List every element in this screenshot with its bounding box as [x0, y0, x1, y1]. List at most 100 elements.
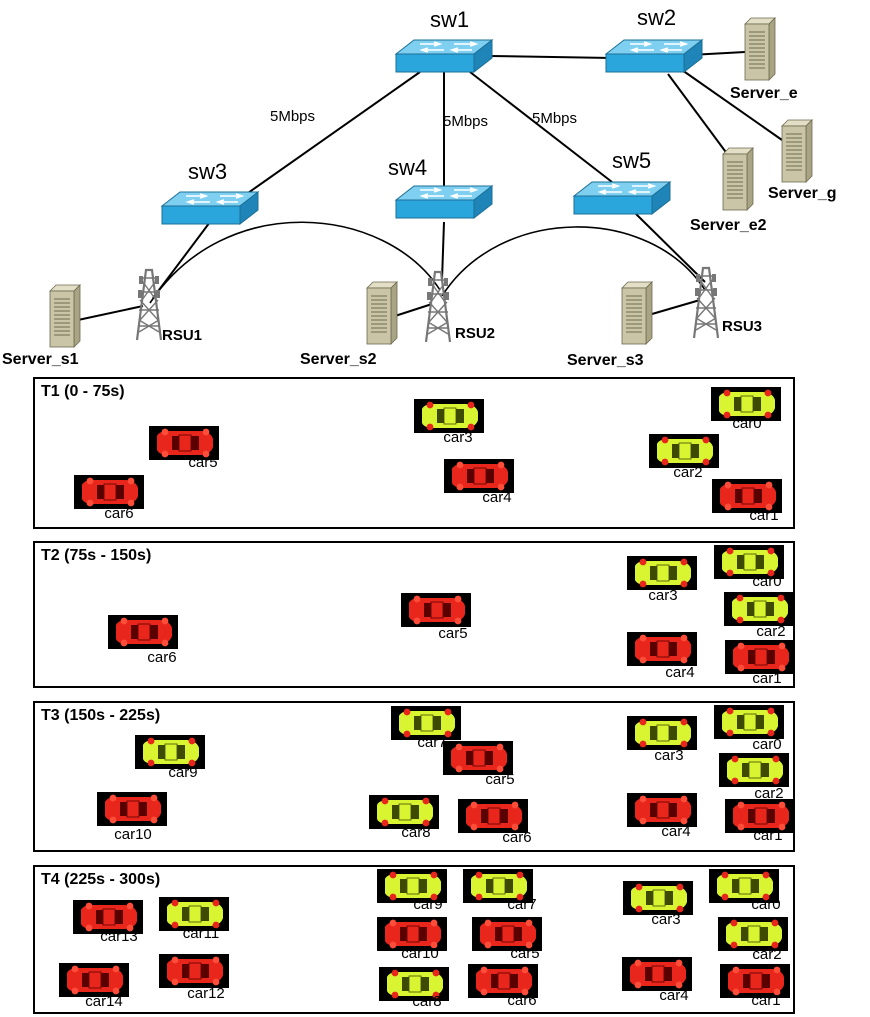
car4-icon — [444, 459, 514, 493]
car5-label: car5 — [485, 771, 515, 788]
car4-label: car4 — [482, 489, 512, 506]
rsu2-tower — [424, 270, 452, 344]
car0-icon — [714, 705, 784, 739]
server-s2-label: Server_s2 — [300, 351, 377, 368]
server-e — [744, 17, 776, 81]
sw5-label: sw5 — [612, 148, 651, 173]
car1-label: car1 — [752, 670, 782, 687]
car1-icon — [720, 964, 790, 998]
car7-label: car7 — [507, 896, 537, 913]
car8-label: car8 — [401, 824, 431, 841]
car13-icon — [73, 900, 143, 934]
car6-icon — [108, 615, 178, 649]
car2-label: car2 — [752, 946, 782, 963]
car5-label: car5 — [510, 945, 540, 962]
car1-icon — [725, 799, 795, 833]
car7-icon — [463, 869, 533, 903]
car1-icon — [712, 479, 782, 513]
car10-icon — [97, 792, 167, 826]
rsu3-label: RSU3 — [722, 318, 762, 335]
car0-label: car0 — [751, 896, 781, 913]
bandwidth-sw1-sw3-label: 5Mbps — [270, 108, 315, 125]
link-sw5-rsu3 — [635, 213, 706, 283]
car0-label: car0 — [732, 415, 762, 432]
car1-label: car1 — [749, 507, 779, 524]
car6-label: car6 — [104, 505, 134, 522]
car3-label: car3 — [443, 429, 473, 446]
period-t4-title: T4 (225s - 300s) — [41, 871, 161, 888]
car3-label: car3 — [651, 911, 681, 928]
car6-icon — [468, 964, 538, 998]
car0-icon — [709, 869, 779, 903]
car4-label: car4 — [659, 987, 689, 1004]
link-rsu3-server-s3 — [651, 299, 701, 315]
car10-label: car10 — [401, 945, 439, 962]
car9-label: car9 — [168, 764, 198, 781]
bandwidth-sw1-sw5-label: 5Mbps — [532, 110, 577, 127]
rsu1-label: RSU1 — [162, 327, 202, 344]
car8-icon — [379, 967, 449, 1001]
server-e2-label: Server_e2 — [690, 217, 767, 234]
car14-label: car14 — [85, 993, 123, 1010]
link-sw4-rsu2 — [441, 221, 445, 281]
car9-label: car9 — [413, 896, 443, 913]
car10-label: car10 — [114, 826, 152, 843]
car2-label: car2 — [754, 785, 784, 802]
car0-label: car0 — [752, 736, 782, 753]
car14-icon — [59, 963, 129, 997]
link-rsu1-server-s1 — [77, 305, 144, 321]
switch-sw2 — [605, 39, 703, 73]
server-s2 — [366, 281, 398, 345]
car3-icon — [623, 881, 693, 915]
sw4-label: sw4 — [388, 155, 427, 180]
server-e2 — [722, 147, 754, 211]
switch-sw5 — [573, 181, 671, 215]
car1-icon — [725, 640, 795, 674]
server-g — [781, 119, 813, 183]
car9-icon — [377, 869, 447, 903]
car10-icon — [377, 917, 447, 951]
car11-label: car11 — [182, 925, 220, 942]
car12-label: car12 — [187, 985, 225, 1002]
car3-label: car3 — [654, 747, 684, 764]
car5-icon — [472, 917, 542, 951]
car2-icon — [649, 434, 719, 468]
car3-label: car3 — [648, 587, 678, 604]
car5-label: car5 — [188, 454, 218, 471]
link-rsu1-rsu2-wireless — [149, 221, 441, 304]
link-sw2-server-e2 — [667, 73, 729, 156]
server-s1 — [49, 284, 81, 348]
link-rsu2-server-s2 — [394, 303, 433, 317]
car9-icon — [135, 735, 205, 769]
sw1-label: sw1 — [430, 7, 469, 32]
car1-label: car1 — [751, 992, 781, 1009]
car0-label: car0 — [752, 573, 782, 590]
car4-label: car4 — [661, 823, 691, 840]
car2-icon — [719, 753, 789, 787]
sw2-label: sw2 — [637, 5, 676, 30]
link-sw2-server-g — [681, 69, 783, 141]
link-rsu2-rsu3-wireless — [441, 226, 706, 297]
car1-label: car1 — [753, 827, 783, 844]
link-sw1-sw2 — [489, 55, 613, 59]
server-s3-label: Server_s3 — [567, 352, 644, 369]
switch-sw1 — [395, 39, 493, 73]
car4-icon — [627, 793, 697, 827]
car5-icon — [401, 593, 471, 627]
car2-label: car2 — [673, 464, 703, 481]
rsu2-label: RSU2 — [455, 325, 495, 342]
server-s3 — [621, 281, 653, 345]
car11-icon — [159, 897, 229, 931]
car3-icon — [627, 716, 697, 750]
link-sw1-sw5 — [469, 71, 613, 183]
car0-icon — [714, 545, 784, 579]
server-g-label: Server_g — [768, 185, 837, 202]
sw3-label: sw3 — [188, 159, 227, 184]
car8-label: car8 — [412, 993, 442, 1010]
car5-icon — [149, 426, 219, 460]
switch-sw4 — [395, 185, 493, 219]
car6-label: car6 — [147, 649, 177, 666]
period-t2-title: T2 (75s - 150s) — [41, 547, 152, 564]
